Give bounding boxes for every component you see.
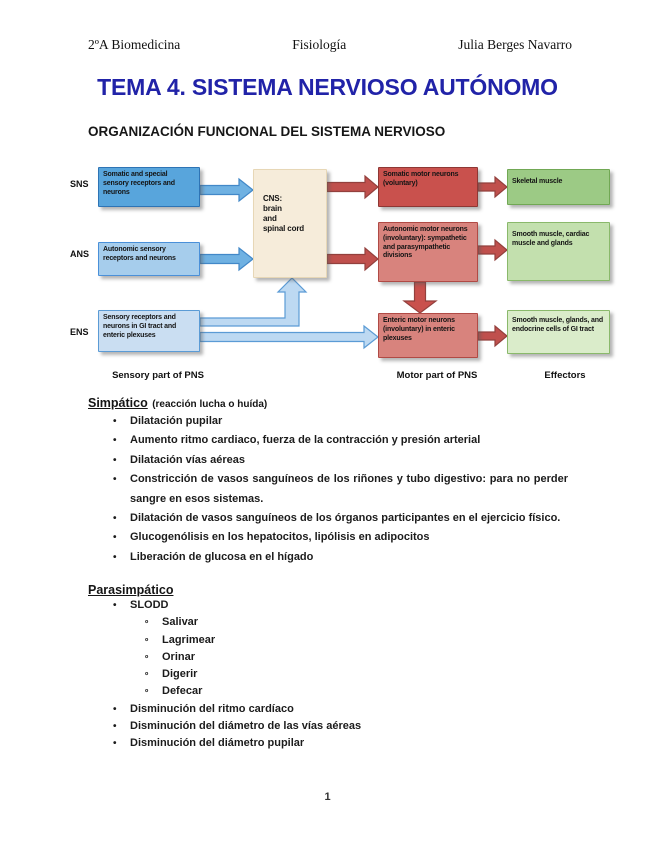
list-item: • Dilatación de vasos sanguíneos de los … [88,509,568,528]
list-item-text: Dilatación de vasos sanguíneos de los ór… [130,512,561,525]
parasimpatico-heading: Parasimpático [88,583,174,597]
parasimpatico-list: • SLODD [88,597,568,614]
bullet-icon: • [113,474,117,486]
list-item: • Constricción de vasos sanguíneos de lo… [88,470,568,509]
sub-list-item-text: Lagrimear [162,633,216,646]
sub-bullet-icon: º [145,687,149,698]
arrow-enteric-to-gi-icon [477,324,508,348]
box-enteric-motor: Enteric motor neurons (involuntary) in e… [378,313,478,358]
box-somatic-motor: Somatic motor neurons (voluntary) [378,167,478,207]
arrow-ens-to-enteric-icon [199,324,379,350]
section-simpatico: Simpático (reacción lucha o huída) • Dil… [88,394,568,567]
sub-list-item: º Lagrimear [88,632,568,649]
row-label-sns: SNS [70,179,89,189]
bullet-icon: • [113,513,117,525]
sub-list-item-text: Salivar [162,616,199,629]
list-item: • Glucogenólisis en los hepatocitos, lip… [88,528,568,547]
arrow-autonomic-to-enteric-icon [402,281,438,314]
simpatico-heading-line: Simpático (reacción lucha o huída) [88,394,568,412]
sub-bullet-icon: º [145,652,149,663]
continuation-line: sangre en esos sistemas. [130,492,264,505]
sub-list-item-text: Digerir [162,668,198,681]
list-item-text: SLODD [130,599,169,611]
nervous-system-diagram: SNS ANS ENS Somatic and special sensory … [0,158,655,398]
sub-bullet-icon: º [145,635,149,646]
list-item-text: Liberación de glucosa en el hígado [130,550,314,563]
box-gi-effectors: Smooth muscle, glands, and endocrine cel… [507,310,610,354]
list-item-text: Aumento ritmo cardiaco, fuerza de la con… [130,434,481,447]
list-item: • Disminución del ritmo cardíaco [88,701,568,718]
list-item-text: Disminución del diámetro pupilar [130,737,305,750]
diagram-arrows-layer [199,174,508,350]
page-header: 2ºA Biomedicina Fisiología Julia Berges … [88,37,572,53]
sub-bullet-icon: º [145,670,149,681]
arrow-cns-to-somatic-motor-icon [326,174,379,200]
list-item-text: Constricción de vasos sanguíneos de los … [130,470,568,504]
sub-list-item: º Digerir [88,666,568,683]
section-heading: ORGANIZACIÓN FUNCIONAL DEL SISTEMA NERVI… [88,124,446,139]
justified-line: Constricción de vasos sanguíneos de los … [130,473,568,486]
column-label-sensory: Sensory part of PNS [112,370,204,381]
sub-list-item-text: Orinar [162,650,196,663]
box-autonomic-sensory: Autonomic sensory receptors and neurons [98,242,200,276]
list-item: • Dilatación vías aéreas [88,451,568,470]
bullet-icon: • [113,738,117,750]
arrow-sns-to-cns-icon [199,177,254,203]
simpatico-heading: Simpático [88,396,148,410]
arrow-autonomic-to-smooth-icon [477,238,508,262]
row-label-ans: ANS [70,249,90,259]
box-somatic-sensory: Somatic and special sensory receptors an… [98,167,200,207]
column-label-effectors: Effectors [544,370,586,381]
header-author: Julia Berges Navarro [458,37,572,52]
bullet-icon: • [113,435,117,447]
sub-list-item-text: Defecar [162,685,203,698]
slodd-sublist: º Salivar º Lagrimear º Orinar º Digerir… [88,614,568,700]
column-label-motor: Motor part of PNS [396,370,478,381]
list-item: • Dilatación pupilar [88,412,568,431]
simpatico-list: • Dilatación pupilar • Aumento ritmo car… [88,412,568,567]
header-course: 2ºA Biomedicina [88,37,181,52]
box-autonomic-motor: Autonomic motor neurons (involuntary): s… [378,222,478,282]
box-smooth-cardiac: Smooth muscle, cardiac muscle and glands [507,222,610,281]
list-item-text: Dilatación vías aéreas [130,453,245,466]
list-item-text: Disminución del diámetro de las vías aér… [130,720,362,733]
list-item: • SLODD [88,597,568,614]
bullet-icon: • [113,551,117,563]
bullet-icon: • [113,600,117,611]
box-enteric-sensory: Sensory receptors and neurons in GI trac… [98,310,200,352]
arrow-cns-to-autonomic-motor-icon [326,246,379,272]
list-item-text: Dilatación pupilar [130,415,223,427]
list-item-text: Glucogenólisis en los hepatocitos, lipól… [130,531,430,544]
row-label-ens: ENS [70,327,89,337]
box-cns: CNS: brain and spinal cord [253,169,327,278]
section-parasimpatico: Parasimpático • SLODD º Salivar º Lagrim… [88,583,568,753]
arrow-somatic-to-skeletal-icon [477,175,508,199]
list-item: • Disminución del diámetro de las vías a… [88,718,568,735]
parasimpatico-list-tail: • Disminución del ritmo cardíaco • Dismi… [88,701,568,753]
sub-list-item: º Orinar [88,649,568,666]
bullet-icon: • [113,416,117,427]
list-item: • Liberación de glucosa en el hígado [88,548,568,567]
page-title: TEMA 4. SISTEMA NERVIOSO AUTÓNOMO [97,74,558,100]
sub-list-item: º Defecar [88,683,568,700]
page-number: 1 [324,791,331,803]
list-item-text: Disminución del ritmo cardíaco [130,702,294,715]
bullet-icon: • [113,703,117,715]
sub-list-item: º Salivar [88,614,568,631]
arrow-ans-to-cns-icon [199,246,254,272]
bullet-icon: • [113,532,117,544]
simpatico-note: (reacción lucha o huída) [152,399,268,410]
arrow-ens-to-cns-icon [199,277,308,327]
bullet-icon: • [113,721,117,733]
list-item: • Disminución del diámetro pupilar [88,735,568,752]
list-item: • Aumento ritmo cardiaco, fuerza de la c… [88,431,568,450]
header-subject: Fisiología [292,37,347,52]
sub-bullet-icon: º [145,618,149,629]
bullet-icon: • [113,454,117,466]
box-skeletal-muscle: Skeletal muscle [507,169,610,205]
